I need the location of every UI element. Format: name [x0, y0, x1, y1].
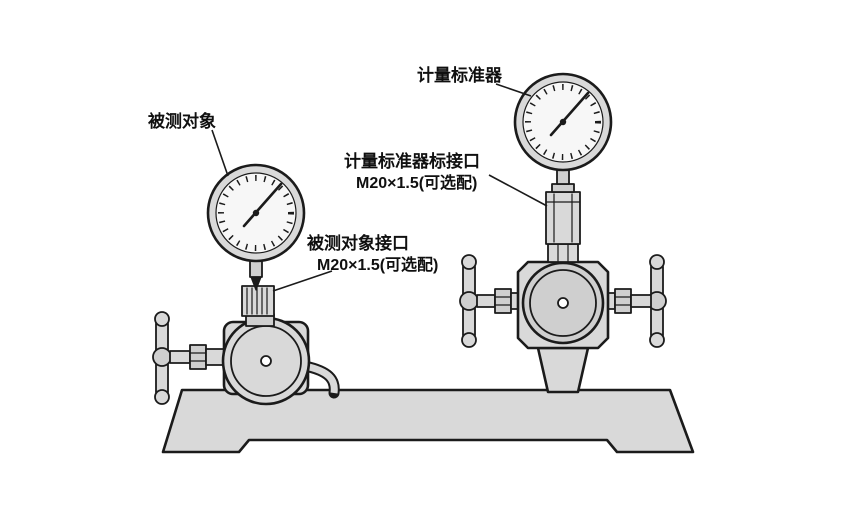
gauge-stem-tip	[250, 276, 262, 291]
leader-measured-port	[272, 270, 333, 292]
standard-port-connector	[545, 183, 581, 245]
pipe-fill	[304, 362, 338, 394]
label-measured-port-thread: M20×1.5(可选配)	[317, 256, 438, 274]
pump-support-column	[536, 346, 590, 394]
pump-neck-hex	[547, 243, 579, 263]
right-pump-right-handwheel	[604, 254, 667, 348]
connector-body	[545, 191, 581, 245]
handwheel-knob-top	[461, 254, 477, 270]
left-handwheel	[152, 311, 225, 405]
hex-nut	[494, 288, 512, 314]
leader-measured-object	[211, 129, 229, 177]
handwheel-knob-bottom	[154, 389, 170, 405]
connector-flange	[551, 183, 575, 193]
handwheel-knob-top	[154, 311, 170, 327]
right-pump-left-handwheel	[459, 254, 522, 348]
label-measured-port-title: 被测对象接口	[307, 233, 409, 253]
gauge-needle	[242, 182, 283, 228]
gauge-needle-hub	[252, 209, 260, 217]
base-plate	[161, 388, 695, 454]
gauge-tick-marks	[218, 175, 294, 251]
measured-port-connector	[241, 285, 275, 317]
label-standard-port-title: 计量标准器标接口	[344, 151, 480, 171]
handwheel-hub	[152, 347, 172, 367]
leader-standard-port	[488, 174, 548, 207]
standard-gauge	[513, 72, 613, 172]
gauge-needle	[549, 91, 590, 137]
label-standard-port-thread: M20×1.5(可选配)	[356, 174, 477, 192]
handwheel-hub	[459, 291, 479, 311]
gauge-tick-marks	[525, 84, 601, 160]
leader-standard-gauge	[495, 83, 532, 97]
gland-fitting	[205, 348, 225, 366]
handwheel-shaft	[630, 294, 652, 308]
measured-gauge	[206, 163, 306, 263]
handwheel-knob-bottom	[461, 332, 477, 348]
connector-knurling	[246, 287, 268, 315]
handwheel-knob-top	[649, 254, 665, 270]
handwheel-shaft	[169, 350, 191, 364]
hex-nut	[614, 288, 632, 314]
handwheel-knob-bottom	[649, 332, 665, 348]
measured-object-assembly	[152, 163, 340, 406]
standard-assembly	[459, 72, 667, 394]
gauge-needle-hub	[559, 118, 567, 126]
label-measured-object: 被测对象	[148, 111, 216, 131]
pump-body-inner-circle	[529, 269, 597, 337]
gauge-stem	[249, 260, 263, 278]
hex-nut	[189, 344, 207, 370]
pump-center-hole	[260, 355, 272, 367]
pump-center-hole	[557, 297, 569, 309]
label-standard-gauge: 计量标准器	[417, 65, 503, 85]
handwheel-shaft	[476, 294, 496, 308]
base-plate-shape	[161, 388, 695, 454]
